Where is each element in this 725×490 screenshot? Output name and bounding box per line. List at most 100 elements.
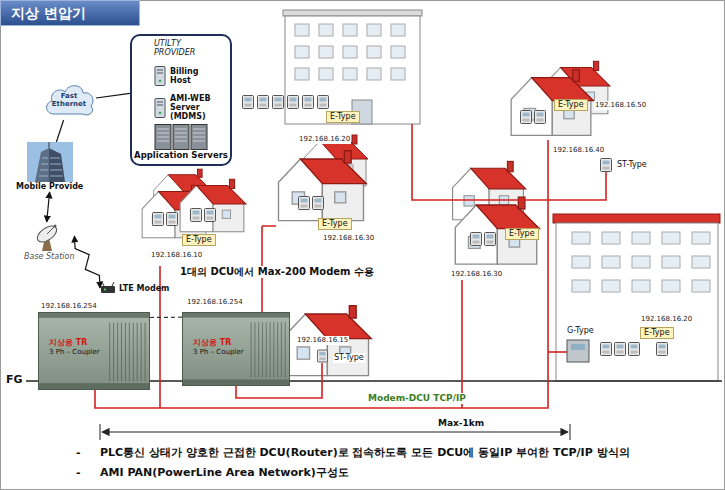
lte-icon-part-part [112,282,114,286]
distance-arrow-part [102,431,568,432]
right-building-part-part [572,280,590,292]
label-bul: - [76,466,81,480]
meters-part [288,96,299,109]
lte-icon-part-part [104,289,106,291]
label-ip: 192.168.16.10 [150,251,203,260]
power-wires [95,124,606,408]
mob-icon-part-part [39,158,63,176]
transformer-text: 지상용 TR [49,337,149,348]
houses-part [180,179,246,231]
transformer-body-part [39,383,149,389]
server-item: Billing Host [154,66,220,86]
right-building-part-part [572,256,590,268]
meters-part [258,96,269,109]
apartment-top-part-part [391,68,405,80]
srv-icon-part-part [159,80,162,83]
right-building-part-part [662,232,680,244]
houses-part [455,197,539,264]
houses-part [278,151,366,221]
meters-part [615,343,626,356]
apartment-top-part [285,16,420,124]
meters-part [167,213,178,226]
meters-part [317,350,327,362]
meters-part [205,209,216,222]
mobile-provider-text: Mobile Provide [16,182,83,192]
srv-icon-part-part [157,70,163,71]
wireless-link [75,236,101,288]
srv-icon-part-part [155,98,165,117]
transformer-body-part [183,313,289,318]
dish-icon [32,222,66,252]
right-building-part-part [632,280,650,292]
mob-icon-part-part [49,148,65,182]
lte-icon [100,282,116,294]
srv-icon [154,98,166,118]
transformer: 지상용 TR3 Ph – Coupler [182,312,290,386]
srv-icon-part-part [157,73,163,74]
apartment-top-part-part [295,46,309,58]
meters-part [601,343,612,356]
dashed-link [150,317,182,318]
lte-icon-part [100,282,116,294]
server-item: AMI-WEB Server (MDMS) [154,94,220,121]
network-cloud: Fast Ethernet [42,80,96,120]
apartment-top-part-part [367,24,381,36]
right-building-part-part [692,232,710,244]
server-rack: Application Servers [134,124,228,160]
power-wires-part [95,140,548,408]
label-grn: Modem-DCU TCP/IP [366,393,468,404]
mob-icon-part [27,142,73,182]
label-ip: 192.168.16.15 [296,336,349,345]
right-building-part [553,214,720,223]
right-building-part [556,223,718,381]
meters-part [318,96,329,109]
label-typ: ST-Type [333,353,365,363]
label-tag: E-Type [326,111,360,123]
transformer-text: 3 Ph – Coupler [193,348,289,357]
mob-icon-part-part [35,148,49,182]
meters-part [471,233,482,246]
meters-part [571,344,585,350]
label-tag: E-Type [554,99,588,111]
provider-box: UTILTY PROVIDERBilling HostAMI-WEB Serve… [130,34,232,166]
rack-icon-part-part-part [157,129,205,141]
label-tag: E-Type [182,234,216,246]
right-building-part-part [602,280,620,292]
apartment-top-part-part [367,68,381,80]
label-typ: ST-Type [616,160,648,170]
label-ip: 192.168.16.30 [450,270,503,279]
distance-arrow-part [100,424,101,440]
label-fg: FG [6,373,23,386]
srv-icon-part-part [157,104,163,105]
label-ip: 192.168.16.40 [552,146,605,155]
rack-icon-part-part [155,125,207,150]
server-item-text: Billing Host [170,67,220,85]
label-tag: E-Type [318,218,352,230]
power-wires-part [412,124,606,200]
right-building-part [572,232,710,292]
connector [47,192,50,222]
label-ip: 192.168.16.50 [594,101,647,110]
srv-icon-part-part [155,67,165,86]
right-building-part-part [662,256,680,268]
meters-part [657,343,668,356]
transformer: 지상용 TR3 Ph – Coupler [38,312,150,390]
apartment-top-part-part [319,68,333,80]
apartment-top-part-part [319,46,333,58]
rack-icon [153,124,209,150]
right-building-part-part [602,256,620,268]
right-building-part-part [632,256,650,268]
meters-part [299,197,310,210]
base-station: Base Station [24,222,74,262]
transformer-body-part [251,322,285,377]
meters-part [191,209,202,222]
apartment-top-part-part [391,24,405,36]
apartment-top-part-part [343,68,357,80]
rack-icon-part-part [157,129,205,141]
houses-part [511,70,593,136]
base-station-text: Base Station [24,252,74,262]
label-max: Max-1km [436,418,486,429]
